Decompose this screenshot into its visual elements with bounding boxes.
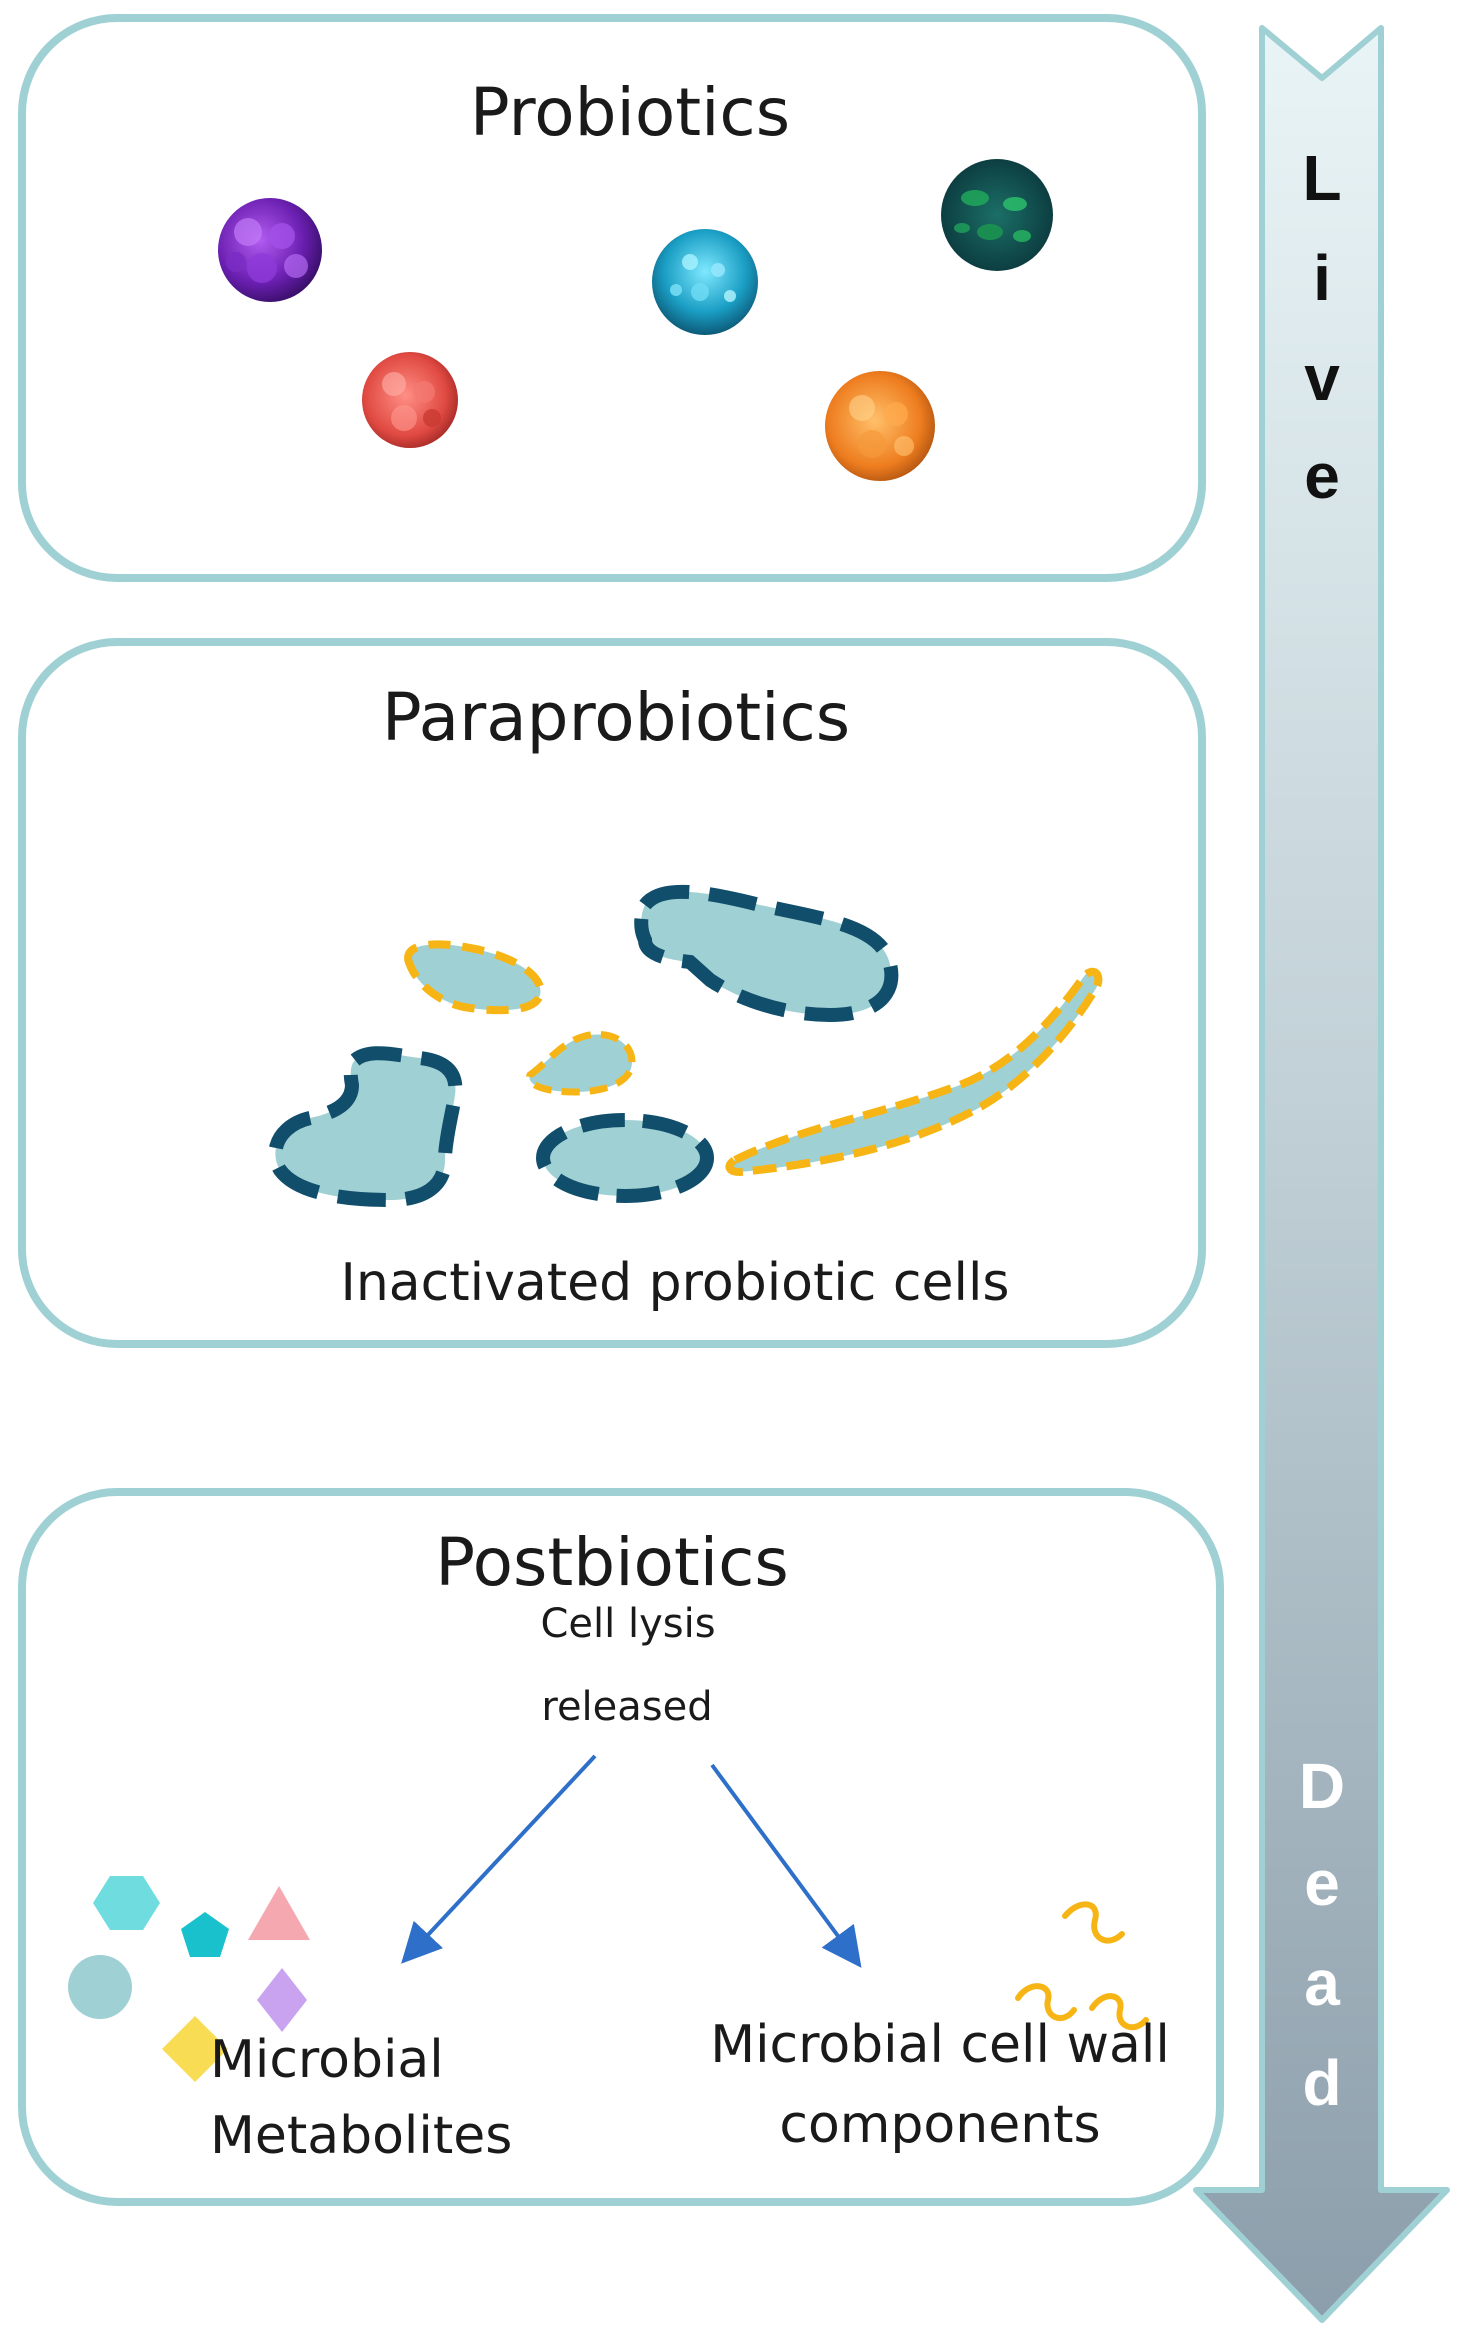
red-microbe-icon bbox=[362, 352, 458, 448]
squiggle-icon-3 bbox=[1089, 1993, 1149, 2031]
inactivated-cell-dark-3 bbox=[536, 1113, 714, 1203]
live-letter-1: L bbox=[1302, 142, 1341, 214]
arrow-to-cell-wall bbox=[710, 1763, 862, 1968]
hexagon-icon bbox=[93, 1876, 160, 1930]
cyan-microbe-icon bbox=[652, 229, 758, 335]
cell-wall-label-1: Microbial cell wall bbox=[710, 2015, 1170, 2075]
inactivated-cell-dark-1 bbox=[634, 884, 899, 1023]
postbiotics-panel: Postbiotics Cell lysis released Microbia… bbox=[18, 1488, 1224, 2206]
paraprobiotics-caption: Inactivated probiotic cells bbox=[341, 1253, 1010, 1313]
postbiotics-title: Postbiotics bbox=[435, 1524, 789, 1601]
dead-letter-1: D bbox=[1299, 1750, 1345, 1822]
diamond-yellow-icon bbox=[162, 2016, 228, 2082]
inactivated-cell-dark-2 bbox=[268, 1046, 463, 1208]
dead-letter-4: d bbox=[1302, 2047, 1341, 2119]
purple-microbe-icon bbox=[218, 198, 322, 302]
inactivated-cell-orange-rod bbox=[725, 967, 1103, 1177]
live-letter-3: v bbox=[1304, 342, 1340, 414]
probiotics-title: Probiotics bbox=[470, 74, 790, 151]
arrow-body bbox=[1193, 25, 1450, 2323]
live-to-dead-arrow: L i v e D e a d bbox=[1193, 25, 1450, 2323]
cell-lysis-label: Cell lysis bbox=[540, 1601, 715, 1647]
inactivated-cell-orange-1 bbox=[404, 940, 545, 1015]
green-microbe-icon bbox=[941, 159, 1053, 271]
circle-icon bbox=[68, 1955, 132, 2019]
live-letter-4: e bbox=[1304, 440, 1340, 512]
arrow-to-metabolites bbox=[401, 1754, 597, 1964]
pentagon-icon bbox=[181, 1912, 229, 1957]
orange-microbe-icon bbox=[825, 371, 935, 481]
microbial-metabolites-label-2: Metabolites bbox=[210, 2106, 512, 2166]
released-label: released bbox=[541, 1684, 712, 1730]
inactivated-cell-orange-2 bbox=[526, 1031, 636, 1096]
live-letter-2: i bbox=[1313, 242, 1331, 314]
cell-wall-label-2: components bbox=[779, 2095, 1100, 2155]
diamond-purple-icon bbox=[257, 1968, 307, 2032]
dead-letter-2: e bbox=[1304, 1847, 1340, 1919]
paraprobiotics-panel: Paraprobiotics Inactivated probiotic cel… bbox=[18, 638, 1206, 1348]
squiggle-icon-1 bbox=[1062, 1901, 1125, 1944]
postbiotics-panel-border bbox=[18, 1488, 1224, 2206]
squiggle-icon-2 bbox=[1015, 1983, 1077, 2022]
probiotics-panel: Probiotics bbox=[18, 14, 1206, 582]
triangle-icon bbox=[248, 1886, 310, 1940]
paraprobiotics-title: Paraprobiotics bbox=[382, 679, 850, 756]
dead-letter-3: a bbox=[1304, 1947, 1340, 2019]
microbial-metabolites-label-1: Microbial bbox=[210, 2030, 444, 2090]
